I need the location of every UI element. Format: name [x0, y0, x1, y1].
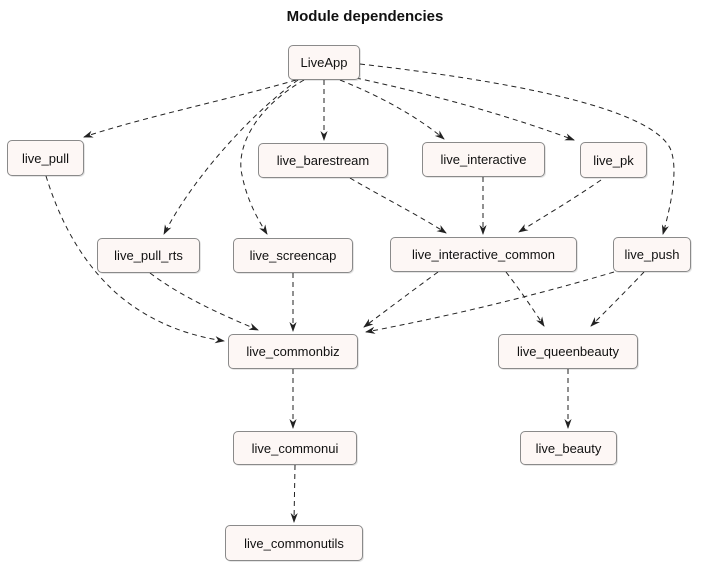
node-live_pull_rts: live_pull_rts: [97, 238, 200, 273]
node-live_commonbiz: live_commonbiz: [228, 334, 358, 369]
edge-live_push-to-live_queenbeauty: [590, 271, 645, 327]
node-label: live_pull_rts: [114, 248, 183, 263]
node-label: LiveApp: [300, 55, 348, 70]
node-live_beauty: live_beauty: [520, 431, 617, 465]
node-live_interactive: live_interactive: [422, 142, 545, 177]
node-label: live_commonui: [251, 440, 339, 456]
node-live_barestream: live_barestream: [258, 143, 388, 178]
edge-LiveApp-to-live_pk: [355, 77, 575, 141]
node-label: live_beauty: [535, 440, 602, 456]
node-live_screencap: live_screencap: [233, 238, 353, 273]
node-label: live_push: [624, 247, 680, 262]
node-label: live_pull: [22, 150, 69, 166]
edge-live_interactive_common-to-live_commonbiz: [363, 271, 439, 328]
node-live_commonutils: live_commonutils: [225, 525, 363, 561]
node-label: live_pk: [593, 152, 634, 168]
node-live_commonui: live_commonui: [233, 431, 357, 465]
node-live_queenbeauty: live_queenbeauty: [498, 334, 638, 369]
diagram-title: Module dependencies: [286, 8, 444, 25]
edge-LiveApp-to-live_pull_rts: [163, 79, 299, 235]
edge-LiveApp-to-live_pull: [83, 79, 297, 138]
node-live_pk: live_pk: [580, 142, 647, 178]
node-label: live_commonutils: [244, 535, 344, 551]
edge-LiveApp-to-live_push: [359, 63, 675, 235]
edge-live_push-to-live_commonbiz: [365, 271, 615, 334]
node-live_push: live_push: [613, 237, 691, 272]
node-LiveApp: LiveApp: [288, 45, 360, 80]
edge-live_barestream-to-live_interactive_common: [349, 177, 447, 234]
edge-LiveApp-to-live_interactive: [339, 79, 445, 140]
node-label: live_queenbeauty: [517, 344, 619, 359]
edge-live_commonui-to-live_commonutils: [290, 464, 298, 523]
edge-live_pk-to-live_interactive_common: [518, 179, 602, 233]
node-live_interactive_common: live_interactive_common: [390, 237, 577, 272]
edge-live_pull_rts-to-live_commonbiz: [149, 272, 259, 331]
edge-LiveApp-to-live_screencap: [240, 79, 305, 235]
node-label: live_barestream: [276, 153, 370, 168]
edge-live_interactive_common-to-live_queenbeauty: [505, 271, 545, 327]
node-label: live_screencap: [249, 248, 337, 263]
node-label: live_commonbiz: [246, 344, 340, 359]
node-label: live_interactive_common: [411, 247, 556, 262]
edge-live_pull-to-live_commonbiz: [45, 175, 225, 344]
node-live_pull: live_pull: [7, 140, 84, 176]
node-label: live_interactive: [440, 152, 527, 167]
